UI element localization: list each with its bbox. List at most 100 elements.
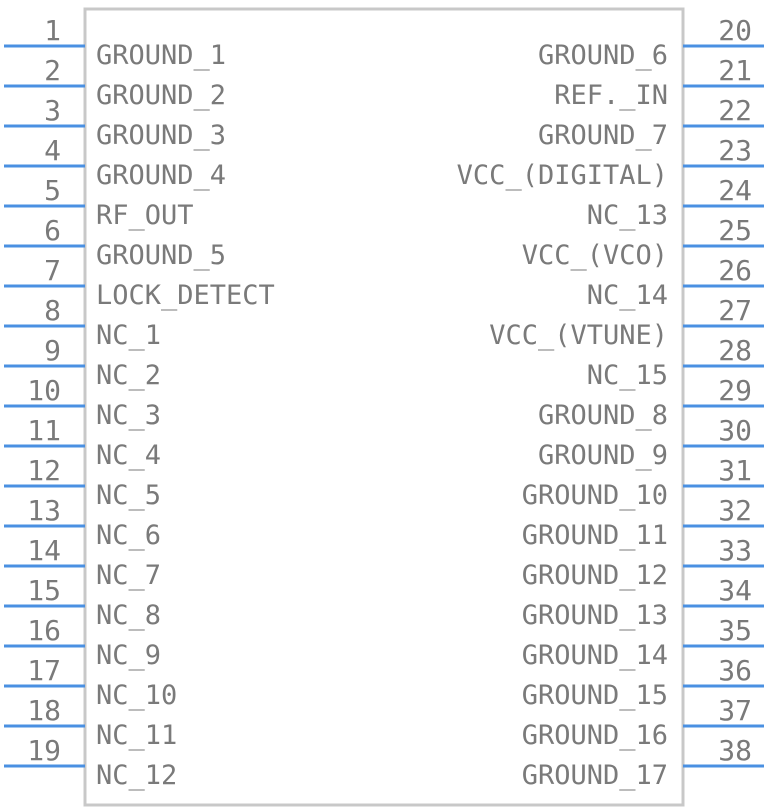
pin-label: GROUND_15 bbox=[522, 680, 668, 711]
pin-number: 26 bbox=[718, 254, 752, 287]
pin-number: 24 bbox=[718, 174, 752, 207]
pin-number: 36 bbox=[718, 654, 752, 687]
pin-label: NC_2 bbox=[96, 360, 161, 391]
pin-label: GROUND_10 bbox=[522, 480, 668, 511]
pin-label: GROUND_1 bbox=[96, 40, 226, 71]
pin-label: GROUND_14 bbox=[522, 640, 668, 671]
pin-label: NC_1 bbox=[96, 320, 161, 351]
pin-label: REF._IN bbox=[554, 80, 668, 111]
pin-label: GROUND_8 bbox=[538, 400, 668, 431]
pin-number: 37 bbox=[718, 694, 752, 727]
pin-9: 9NC_2 bbox=[4, 334, 161, 391]
pin-label: GROUND_16 bbox=[522, 720, 668, 751]
pin-number: 21 bbox=[718, 54, 752, 87]
pin-number: 30 bbox=[718, 414, 752, 447]
pin-label: GROUND_5 bbox=[96, 240, 226, 271]
pin-label: GROUND_17 bbox=[522, 760, 668, 791]
pin-number: 33 bbox=[718, 534, 752, 567]
pin-number: 5 bbox=[44, 174, 61, 207]
pin-5: 5RF_OUT bbox=[4, 174, 194, 231]
pin-number: 7 bbox=[44, 254, 61, 287]
pin-number: 31 bbox=[718, 454, 752, 487]
pin-label: GROUND_13 bbox=[522, 600, 668, 631]
ic-body bbox=[83, 7, 685, 807]
pin-label: RF_OUT bbox=[96, 200, 194, 231]
pin-number: 32 bbox=[718, 494, 752, 527]
pin-number: 2 bbox=[44, 54, 61, 87]
pin-label: GROUND_12 bbox=[522, 560, 668, 591]
pin-label: NC_14 bbox=[587, 280, 668, 311]
pin-label: VCC_(VTUNE) bbox=[489, 320, 668, 351]
pin-label: NC_15 bbox=[587, 360, 668, 391]
pin-label: NC_7 bbox=[96, 560, 161, 591]
pin-label: GROUND_7 bbox=[538, 120, 668, 151]
pin-label: NC_5 bbox=[96, 480, 161, 511]
pin-number: 20 bbox=[718, 14, 752, 47]
pin-label: NC_10 bbox=[96, 680, 177, 711]
pin-number: 28 bbox=[718, 334, 752, 367]
pin-label: VCC_(DIGITAL) bbox=[457, 160, 668, 191]
pin-number: 25 bbox=[718, 214, 752, 247]
pin-number: 1 bbox=[44, 14, 61, 47]
pin-number: 16 bbox=[27, 614, 61, 647]
pin-8: 8NC_1 bbox=[4, 294, 161, 351]
pin-number: 15 bbox=[27, 574, 61, 607]
pin-number: 18 bbox=[27, 694, 61, 727]
pin-label: GROUND_11 bbox=[522, 520, 668, 551]
pin-label: NC_12 bbox=[96, 760, 177, 791]
left-pin-group: 1GROUND_12GROUND_23GROUND_34GROUND_45RF_… bbox=[4, 14, 275, 791]
pin-number: 17 bbox=[27, 654, 61, 687]
pin-number: 10 bbox=[27, 374, 61, 407]
pin-label: NC_8 bbox=[96, 600, 161, 631]
pin-number: 3 bbox=[44, 94, 61, 127]
pin-label: GROUND_2 bbox=[96, 80, 226, 111]
pin-label: NC_11 bbox=[96, 720, 177, 751]
pin-label: NC_9 bbox=[96, 640, 161, 671]
pin-number: 23 bbox=[718, 134, 752, 167]
pin-number: 12 bbox=[27, 454, 61, 487]
pin-label: NC_4 bbox=[96, 440, 161, 471]
pin-number: 14 bbox=[27, 534, 61, 567]
pin-number: 11 bbox=[27, 414, 61, 447]
pin-label: NC_6 bbox=[96, 520, 161, 551]
pin-number: 9 bbox=[44, 334, 61, 367]
pin-number: 35 bbox=[718, 614, 752, 647]
pin-label: LOCK_DETECT bbox=[96, 280, 275, 311]
pin-number: 27 bbox=[718, 294, 752, 327]
pin-number: 19 bbox=[27, 734, 61, 767]
pin-number: 29 bbox=[718, 374, 752, 407]
